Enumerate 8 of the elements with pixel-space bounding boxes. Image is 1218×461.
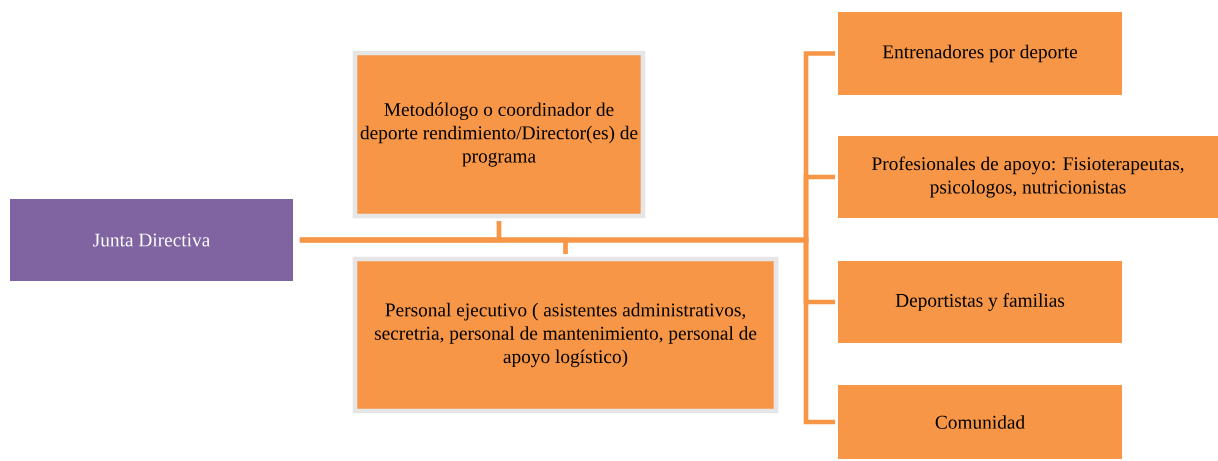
connector-line — [299, 237, 836, 425]
box: Deportistas y familias — [838, 261, 1122, 343]
box: Profesionales de apoyo: Fisioterapeutas, psicologos, nutricionistas — [838, 136, 1218, 218]
box: Junta Directiva — [10, 199, 293, 281]
box: Personal ejecutivo ( asistentes administrativos, secretria, personal de mantenimiento, personal de apoyo logístico) — [352, 256, 779, 414]
box: Entrenadores por deporte — [838, 12, 1122, 95]
box: Metodólogo o coordinador de deporte rendimiento/Director(es) de programa — [352, 50, 646, 219]
box: Comunidad — [838, 385, 1122, 459]
